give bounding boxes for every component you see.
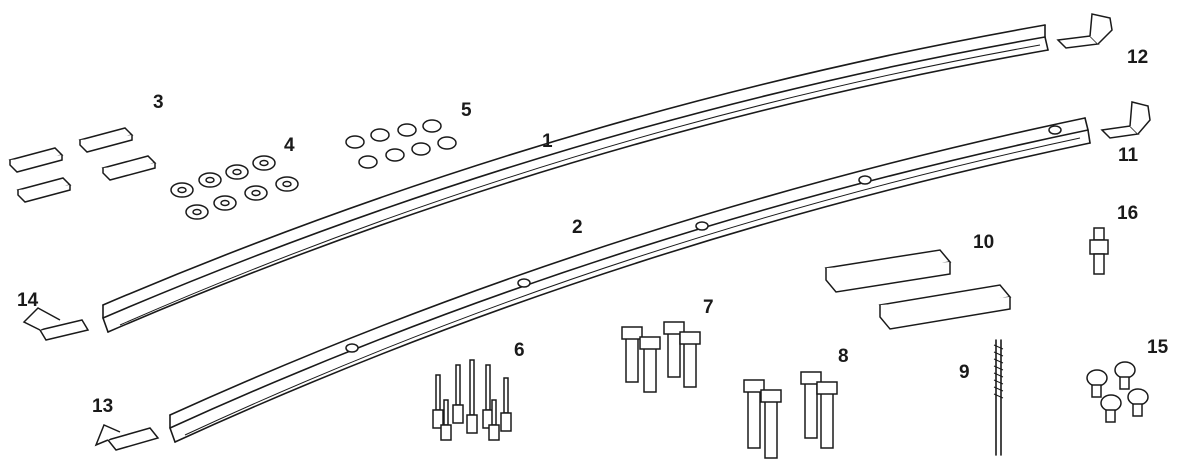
part-label-14: 14 — [17, 290, 39, 311]
threaded-rod-9 — [993, 339, 1004, 456]
part-label-1: 1 — [542, 131, 553, 152]
button-bolts-15 — [1086, 361, 1149, 423]
washers-4 — [170, 155, 299, 220]
fitting-16 — [1089, 227, 1109, 275]
part-label-6: 6 — [514, 340, 525, 361]
part-label-16: 16 — [1117, 203, 1139, 224]
spacers-10 — [824, 249, 1012, 330]
part-label-7: 7 — [703, 297, 714, 318]
bracket-12 — [1056, 13, 1113, 49]
part-label-8: 8 — [838, 346, 849, 367]
part-label-10: 10 — [973, 232, 995, 253]
bracket-14 — [22, 307, 90, 341]
part-label-13: 13 — [92, 396, 114, 417]
rail-2 — [169, 117, 1091, 443]
pads-3 — [8, 127, 157, 203]
part-label-3: 3 — [153, 92, 164, 113]
part-label-15: 15 — [1147, 337, 1169, 358]
bolts-8 — [743, 371, 838, 459]
part-label-5: 5 — [461, 100, 472, 121]
part-label-4: 4 — [284, 135, 295, 156]
part-label-11: 11 — [1118, 145, 1139, 166]
rivets-6 — [432, 359, 512, 441]
bracket-13 — [94, 424, 160, 451]
bolts-7 — [621, 321, 701, 393]
rail-1 — [102, 24, 1049, 333]
part-label-9: 9 — [959, 362, 970, 383]
bracket-11 — [1100, 101, 1151, 139]
part-label-2: 2 — [572, 217, 583, 238]
lock-washers-5 — [345, 119, 457, 169]
part-label-12: 12 — [1127, 47, 1149, 68]
